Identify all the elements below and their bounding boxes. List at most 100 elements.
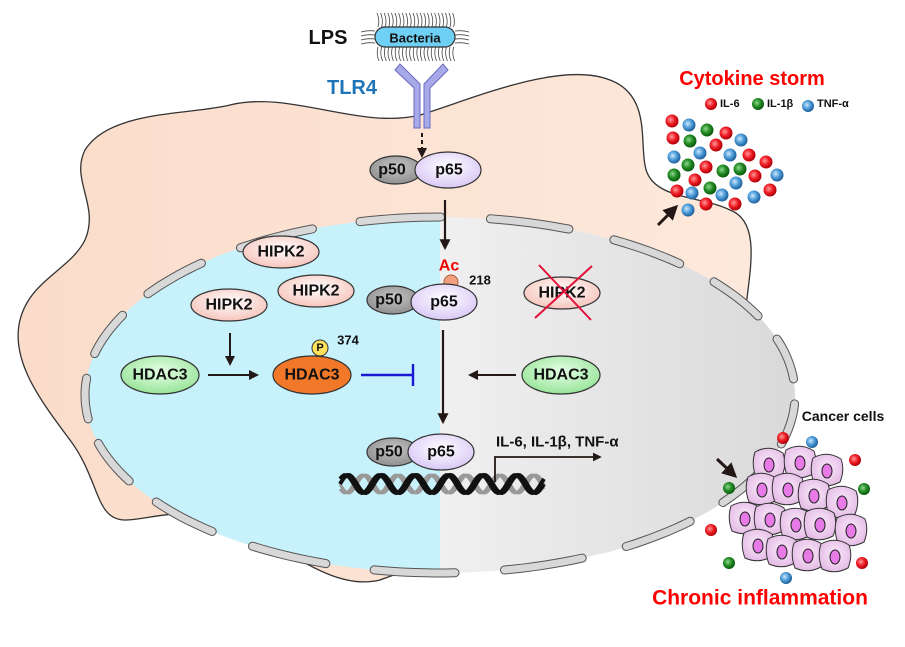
il6-particle (709, 138, 723, 152)
knockout-cross-icon (534, 264, 593, 321)
hdac3-protein (521, 355, 601, 395)
hipk2-protein (190, 288, 268, 322)
bacteria-pilus (398, 12, 401, 28)
bacteria-pilus (376, 12, 380, 28)
hdac3-protein (120, 355, 200, 395)
il6-particle (666, 131, 680, 145)
hipk2-protein (242, 235, 320, 269)
bacteria-pilus (427, 46, 430, 62)
il1b-legend-label: IL-1β (767, 98, 794, 110)
transcription-start-arrow (494, 452, 602, 482)
tlr4-receptor-icon (394, 63, 449, 129)
bacteria-pilus (454, 42, 470, 45)
il6-particle (665, 114, 679, 128)
bacteria-pilus (448, 12, 452, 28)
bacteria-pilus (409, 12, 412, 28)
bacteria-pilus (376, 46, 380, 62)
phospho-mark: P (316, 342, 323, 354)
bacteria-pilus (402, 46, 405, 62)
bacteria-pilus (427, 12, 430, 28)
envelope-segment-fill (622, 517, 694, 550)
tnfa-particle (729, 176, 743, 190)
bacteria-pilus (434, 12, 437, 28)
bacteria-pilus (445, 12, 448, 28)
bacteria-pilus (401, 12, 405, 28)
il6-particle (777, 432, 789, 444)
hdac3-phospho-label: HDAC3 (284, 367, 339, 384)
bacteria-pilus (423, 12, 426, 28)
acetyl-site: 218 (469, 273, 491, 288)
il1b-particle (703, 181, 717, 195)
il6-particle (699, 160, 713, 174)
bacteria-body (374, 26, 456, 48)
cancer-cell-nucleus (764, 512, 776, 528)
il6-particle (742, 148, 756, 162)
p65-label: p65 (430, 294, 458, 311)
tnfa-particle (734, 133, 748, 147)
envelope-segment-fill (144, 259, 205, 298)
il6-particle (719, 126, 733, 140)
tnfa-legend-label: TNF-α (817, 98, 849, 110)
p65-protein (410, 283, 478, 321)
bacteria-pilus (441, 46, 445, 62)
envelope-segment-fill (610, 236, 684, 268)
il6-legend-label: IL-6 (720, 98, 740, 110)
il1b-particle (723, 557, 735, 569)
envelope-segment-fill (356, 213, 445, 226)
phosphorylated-hdac3: HDAC3 P 374 (272, 333, 360, 395)
tnfa-particle (693, 146, 707, 160)
bacteria-pilus (438, 46, 441, 62)
tnfa-particle (681, 203, 695, 217)
envelope-segment-fill (486, 215, 573, 233)
bacteria-pilus (360, 34, 376, 37)
cancer-cell-nucleus (814, 517, 826, 533)
bacteria-pilus (360, 30, 376, 33)
envelope-segment-fill (370, 566, 459, 577)
cancer-cell-nucleus (836, 495, 848, 511)
hdac3-phospho-protein (272, 355, 352, 395)
bacteria-pilus (430, 46, 434, 62)
il1b-particle (667, 168, 681, 182)
cancer-cell-nucleus (763, 457, 775, 473)
cancer-cell-cluster (728, 445, 868, 573)
p65-protein (414, 151, 482, 189)
lps-label: LPS (309, 27, 348, 49)
tnfa-legend-icon (802, 100, 814, 112)
bacteria-pilus (454, 30, 470, 33)
bacteria-pilus (441, 12, 444, 28)
bacteria: Bacteria (360, 12, 470, 62)
hipk2-label: HIPK2 (292, 283, 339, 300)
tnfa-particle (780, 572, 792, 584)
cytokine-legend: IL-6 IL-1β TNF-α (705, 98, 849, 112)
cancer-cell-nucleus (782, 482, 794, 498)
envelope-segment-fill (710, 278, 762, 320)
cancer-cell-nucleus (794, 455, 806, 471)
bacteria-pilus (360, 38, 376, 41)
bacteria-pilus (383, 12, 387, 28)
cancer-cell-nucleus (821, 463, 833, 479)
hdac3-label: HDAC3 (132, 367, 187, 384)
il6-particle (670, 184, 684, 198)
bacteria-pilus (398, 46, 401, 62)
bacteria-pilus (405, 12, 408, 28)
hipk2-label: HIPK2 (205, 297, 252, 314)
secretion-arrow (656, 204, 679, 227)
cytokine-particles (665, 114, 784, 217)
il1b-particle (681, 158, 695, 172)
il1b-particle (723, 482, 735, 494)
il6-legend-icon (705, 98, 717, 110)
bacteria-pilus (412, 12, 416, 28)
il1b-particle (858, 483, 870, 495)
bacteria-pilus (412, 46, 416, 62)
il1b-legend-icon (752, 98, 764, 110)
envelope-segment-fill (773, 335, 797, 383)
bacteria-pilus (384, 46, 387, 62)
chronic-inflammation-label: Chronic inflammation (652, 587, 868, 610)
il6-particle (849, 454, 861, 466)
bacteria-pilus (394, 46, 398, 62)
envelope-segment-fill (152, 498, 216, 535)
envelope-segment-fill (91, 311, 126, 358)
cytoplasmic-nfkb-complex: p50 p65 (369, 151, 482, 189)
target-genes-label: IL-6, IL-1β, TNF-α (496, 434, 619, 451)
